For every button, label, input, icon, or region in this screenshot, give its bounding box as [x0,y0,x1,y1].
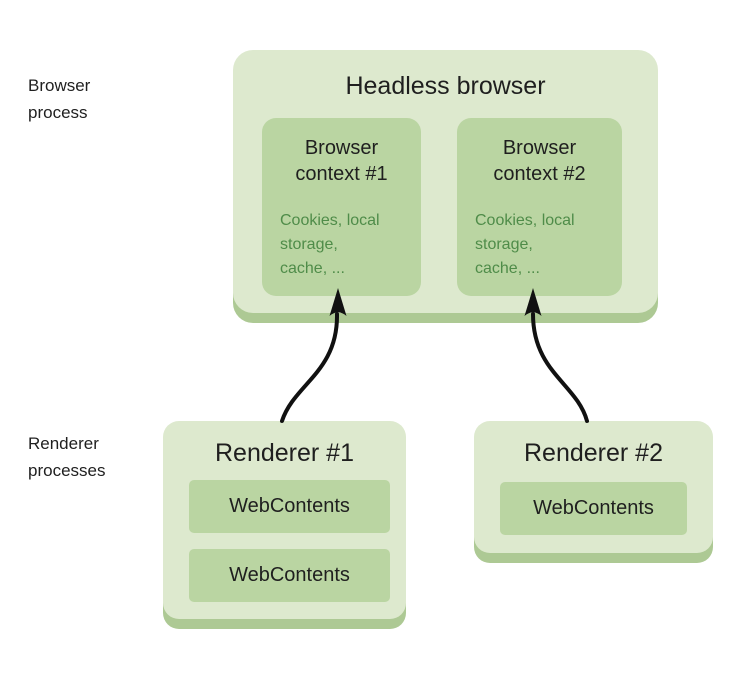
renderer-1-webcontents-1: WebContents [189,480,390,533]
headless-browser-title: Headless browser [345,72,546,100]
details-line: cache, ... [475,260,540,277]
details-line: Cookies, local [280,212,380,229]
renderer-1-webcontents-2: WebContents [189,549,390,602]
browser-context-2-details: Cookies, local storage, cache, ... [475,209,612,281]
details-line: storage, [280,236,338,253]
browser-context-1-box: Browser context #1 Cookies, local storag… [262,118,421,296]
curved-arrow-up-icon [531,312,589,423]
renderer-processes-label: Renderer processes [28,434,106,480]
browser-process-label: Browser process [28,76,91,122]
details-line: cache, ... [280,260,345,277]
renderer-2-webcontents-1: WebContents [500,482,687,535]
details-line: Cookies, local [475,212,575,229]
headless-browser-box: Headless browser Browser context #1 Cook… [233,50,658,313]
browser-context-2-box: Browser context #2 Cookies, local storag… [457,118,622,296]
details-line: storage, [475,236,533,253]
renderer-2-title: Renderer #2 [524,439,663,467]
browser-context-1-details: Cookies, local storage, cache, ... [280,209,411,281]
renderer-1-box: Renderer #1 WebContents WebContents [163,421,406,619]
renderer-2-box: Renderer #2 WebContents [474,421,713,553]
browser-context-2-title: Browser context #2 [493,137,586,185]
browser-context-1-title: Browser context #1 [295,137,388,185]
renderer-1-title: Renderer #1 [215,439,354,467]
curved-arrow-up-icon [280,312,340,423]
